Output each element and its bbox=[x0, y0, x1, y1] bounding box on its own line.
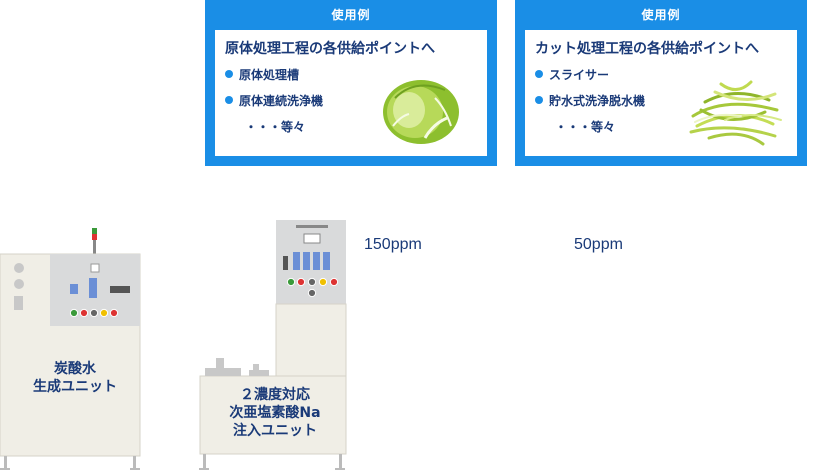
list-item: 原体処理槽 bbox=[225, 66, 299, 83]
list-item-label: 貯水式洗浄脱水機 bbox=[549, 94, 646, 108]
bullet-icon bbox=[225, 96, 233, 104]
bullet-icon bbox=[535, 70, 543, 78]
list-item: 原体連続洗浄機 bbox=[225, 92, 323, 109]
usage-example-card-1: 使用例 原体処理工程の各供給ポイントへ 原体処理槽 原体連続洗浄機 ・・・等々 bbox=[205, 0, 497, 166]
bullet-icon bbox=[225, 70, 233, 78]
card-title: カット処理工程の各供給ポイントへ bbox=[535, 41, 759, 57]
hypochlorite-label-line-1: ２濃度対応 bbox=[240, 387, 310, 403]
card-title: 原体処理工程の各供給ポイントへ bbox=[225, 41, 435, 57]
card-body: カット処理工程の各供給ポイントへ スライサー 貯水式洗浄脱水機 ・・・等々 bbox=[525, 30, 797, 156]
usage-example-card-2: 使用例 カット処理工程の各供給ポイントへ スライサー 貯水式洗浄脱水機 ・・・等… bbox=[515, 0, 807, 166]
card-header: 使用例 bbox=[331, 8, 371, 22]
hypochlorite-label-line-2: 次亜塩素酸Na bbox=[229, 405, 321, 421]
card-header: 使用例 bbox=[641, 8, 681, 22]
list-item: スライサー bbox=[535, 66, 609, 83]
list-item: 貯水式洗浄脱水機 bbox=[535, 92, 645, 109]
concentration-low-label: 50ppm bbox=[574, 236, 623, 253]
shredded-cabbage-icon bbox=[689, 80, 782, 146]
etc-text: ・・・等々 bbox=[555, 120, 616, 134]
list-item-label: 原体連続洗浄機 bbox=[239, 94, 324, 108]
bullet-icon bbox=[535, 96, 543, 104]
list-item-label: 原体処理槽 bbox=[239, 68, 300, 82]
carbonated-unit-label: 炭酸水 生成ユニット bbox=[33, 361, 117, 395]
card-body: 原体処理工程の各供給ポイントへ 原体処理槽 原体連続洗浄機 ・・・等々 bbox=[215, 30, 487, 156]
hypochlorite-label-line-3: 注入ユニット bbox=[233, 423, 317, 439]
hypochlorite-unit-label: ２濃度対応 次亜塩素酸Na 注入ユニット bbox=[205, 386, 345, 440]
etc-text: ・・・等々 bbox=[245, 120, 306, 134]
list-item-label: スライサー bbox=[549, 68, 610, 82]
cabbage-icon bbox=[383, 80, 459, 144]
concentration-high-label: 150ppm bbox=[364, 236, 422, 253]
